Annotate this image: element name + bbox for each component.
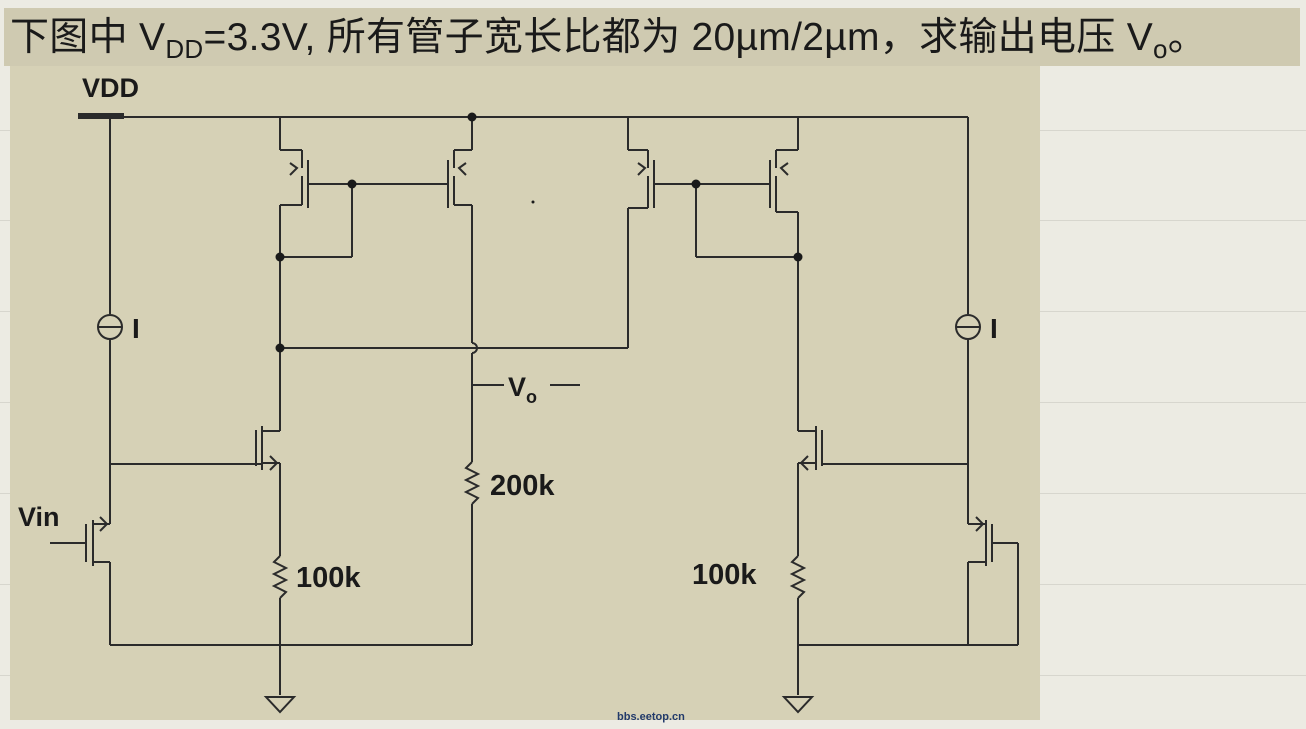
question-part: 。 — [1167, 16, 1208, 59]
pmos-mirror-right-b-icon — [769, 149, 798, 213]
stray-dot — [531, 200, 535, 204]
pmos-vin-transistor-icon — [50, 510, 111, 645]
resistor-100k-right-label: 100k — [692, 559, 757, 591]
vin-label: Vin — [18, 502, 60, 532]
ground-left-icon — [263, 696, 297, 714]
question-part: =3.3V, 所有管子宽长比都为 20µm/2µm，求输出电压 V — [203, 16, 1154, 59]
resistor-100k-left-icon — [271, 555, 289, 599]
circuit-panel: VDD Vin I I Vo 200k 100k 100k — [10, 66, 1040, 720]
watermark: bbs.eetop.cn — [617, 711, 685, 723]
junction-dot — [793, 252, 803, 262]
junction-dot — [467, 112, 477, 122]
pmos-diode-right-icon — [968, 516, 1019, 645]
resistor-100k-right-icon — [789, 555, 807, 599]
vo-label-main: V — [508, 372, 526, 402]
question-part: 下图中 V — [10, 16, 166, 59]
junction-dot — [275, 343, 285, 353]
ground-right-icon — [781, 696, 815, 714]
resistor-100k-left-label: 100k — [296, 562, 361, 594]
question-subscript: DD — [165, 34, 204, 64]
resistor-200k-icon — [463, 461, 481, 505]
junction-dot — [275, 252, 285, 262]
pmos-mirror-right-a-icon — [628, 149, 696, 209]
vo-label-sub: o — [526, 387, 537, 407]
current-source-right-label: I — [990, 313, 998, 344]
pmos-mirror-left-b-icon — [447, 149, 472, 208]
circuit-diagram: VDD Vin I I Vo 200k 100k 100k — [18, 73, 1019, 714]
question-subscript: o — [1153, 34, 1168, 64]
pmos-follower-left-icon — [255, 426, 280, 471]
resistor-200k-label: 200k — [490, 470, 555, 502]
junction-dot — [347, 179, 357, 189]
vdd-label: VDD — [82, 73, 139, 103]
junction-dot — [691, 179, 701, 189]
question-banner: 下图中 VDD=3.3V, 所有管子宽长比都为 20µm/2µm，求输出电压 V… — [4, 8, 1300, 66]
current-source-left-label: I — [132, 313, 140, 344]
pmos-mirror-left-a-icon — [280, 149, 352, 208]
question-text: 下图中 VDD=3.3V, 所有管子宽长比都为 20µm/2µm，求输出电压 V… — [10, 16, 1207, 71]
pmos-follower-right-icon — [798, 426, 823, 471]
vo-label: Vo — [508, 372, 537, 407]
